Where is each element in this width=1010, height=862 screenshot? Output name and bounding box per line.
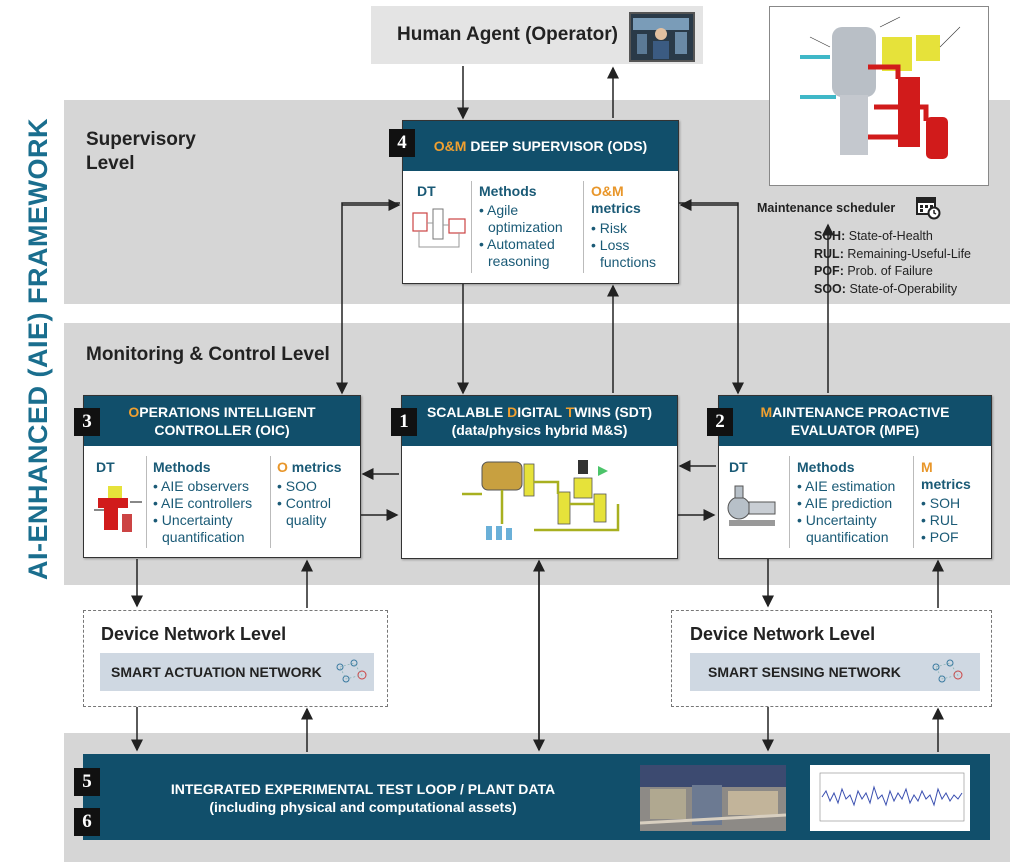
- mpe-methods-title: Methods: [797, 459, 855, 475]
- ods-box: O&M DEEP SUPERVISOR (ODS) DT Methods • A…: [402, 120, 679, 284]
- plant-data-bar: INTEGRATED EXPERIMENTAL TEST LOOP / PLAN…: [83, 754, 990, 840]
- sdt-twin-diagram: [458, 454, 628, 555]
- plant-data-title: INTEGRATED EXPERIMENTAL TEST LOOP / PLAN…: [170, 781, 556, 815]
- ods-methods-list: • Agile optimization • Automated reasoni…: [479, 202, 563, 269]
- calendar-icon: [915, 194, 941, 225]
- legend-item: POF: Prob. of Failure: [814, 264, 933, 278]
- oic-dt-label: DT: [96, 459, 115, 475]
- oic-number: 3: [74, 408, 100, 436]
- mpe-header: MAINTENANCE PROACTIVE EVALUATOR (MPE): [719, 396, 991, 446]
- device-network-right-label: Device Network Level: [690, 624, 876, 644]
- device-network-left-label: Device Network Level: [101, 624, 287, 644]
- mpe-box: MAINTENANCE PROACTIVE EVALUATOR (MPE) DT…: [718, 395, 992, 559]
- ods-header: O&M DEEP SUPERVISOR (ODS): [403, 121, 678, 171]
- ods-dt-label: DT: [417, 183, 436, 199]
- mpe-dt-label: DT: [729, 459, 748, 475]
- mpe-number: 2: [707, 408, 733, 436]
- human-agent-box: Human Agent (Operator): [371, 6, 703, 64]
- smart-actuation-network: SMART ACTUATION NETWORK: [100, 653, 374, 691]
- supervisory-level-label: Supervisory Level: [86, 129, 196, 174]
- sdt-number: 1: [391, 408, 417, 436]
- sensing-network-icon: [928, 657, 966, 692]
- plant-number-5: 5: [74, 768, 100, 796]
- oic-dt-diagram: [90, 480, 146, 543]
- actuation-network-icon: [332, 657, 370, 692]
- oic-metrics-list: • SOO • Control quality: [277, 478, 331, 528]
- maintenance-scheduler-label: Maintenance scheduler: [757, 201, 896, 215]
- test-loop-photo: [639, 765, 787, 831]
- legend-item: SOH: State-of-Health: [814, 229, 933, 243]
- sdt-header: SCALABLE DIGITAL TWINS (SDT) (data/physi…: [402, 396, 677, 446]
- metrics-legend: SOH: State-of-Health RUL: Remaining-Usef…: [814, 228, 971, 298]
- monitoring-level-label: Monitoring & Control Level: [86, 344, 330, 365]
- oic-header: OPERATIONS INTELLIGENT CONTROLLER (OIC): [84, 396, 360, 446]
- ods-dt-diagram: [409, 205, 471, 260]
- device-network-left: Device Network Level SMART ACTUATION NET…: [83, 610, 388, 707]
- oic-box: OPERATIONS INTELLIGENT CONTROLLER (OIC) …: [83, 395, 361, 558]
- mpe-methods-list: • AIE estimation • AIE prediction • Unce…: [797, 478, 896, 545]
- oic-methods-list: • AIE observers • AIE controllers • Unce…: [153, 478, 253, 545]
- ods-metrics-list: • Risk • Loss functions: [591, 220, 657, 270]
- device-network-right: Device Network Level SMART SENSING NETWO…: [671, 610, 992, 707]
- operator-photo: [629, 12, 695, 62]
- legend-item: SOO: State-of-Operability: [814, 281, 958, 296]
- ods-number: 4: [389, 129, 415, 157]
- ods-methods-title: Methods: [479, 183, 537, 199]
- sdt-box: SCALABLE DIGITAL TWINS (SDT) (data/physi…: [401, 395, 678, 559]
- oic-metrics-title: O metrics: [277, 459, 342, 475]
- mpe-metrics-list: • SOH • RUL • POF: [921, 495, 961, 545]
- reactor-illustration: [769, 6, 989, 186]
- oic-methods-title: Methods: [153, 459, 211, 475]
- plant-number-6: 6: [74, 808, 100, 836]
- signal-plot-image: [810, 765, 970, 831]
- mpe-dt-diagram: [723, 484, 781, 537]
- legend-item: RUL: Remaining-Useful-Life: [814, 246, 972, 261]
- smart-sensing-network: SMART SENSING NETWORK: [690, 653, 980, 691]
- human-agent-label: Human Agent (Operator): [397, 24, 618, 45]
